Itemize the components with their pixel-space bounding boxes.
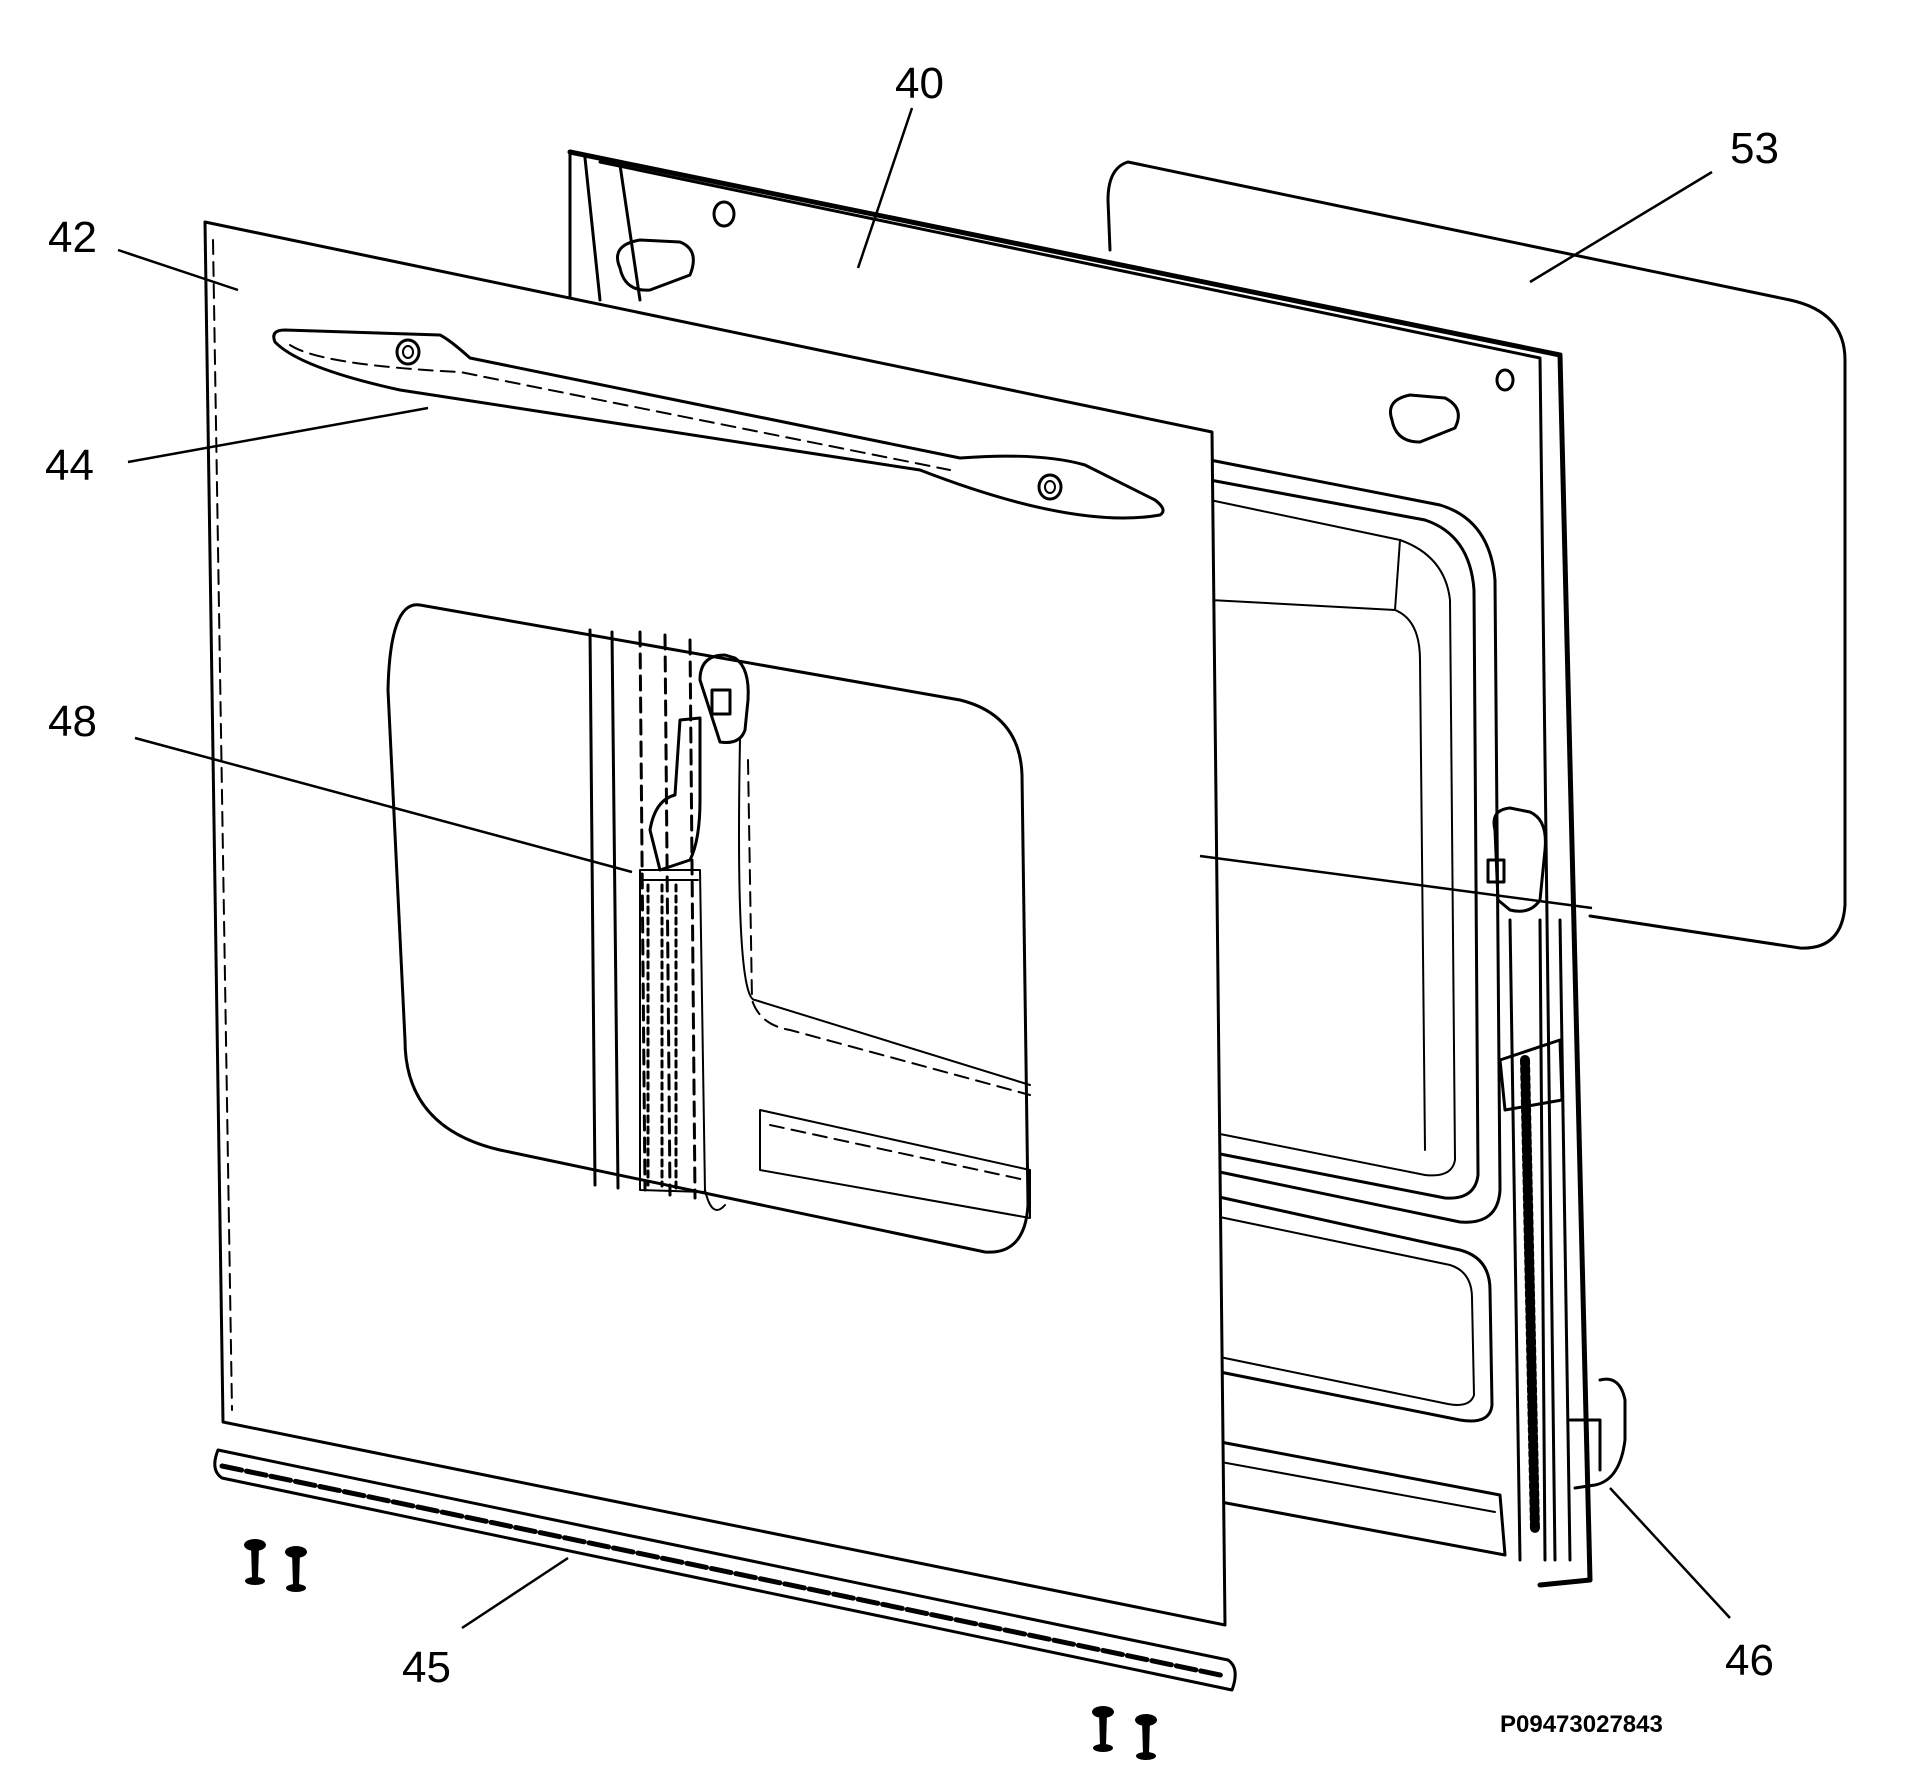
outer-panel-window	[386, 603, 1030, 1254]
reference-code: P09473027843	[1500, 1711, 1663, 1738]
callout-53: 53	[1730, 124, 1779, 173]
part-46-hinge-bracket	[1568, 1377, 1627, 1490]
callout-46: 46	[1725, 1636, 1774, 1685]
leader-44	[127, 406, 429, 464]
callout-40: 40	[895, 59, 944, 108]
screw	[1092, 1706, 1114, 1752]
leader-48	[134, 736, 633, 874]
leader-45	[461, 1556, 569, 1630]
leader-48-back	[1199, 854, 1593, 910]
callout-labels: 40 42 44 45 46 48 53	[45, 59, 1779, 1692]
callout-42: 42	[48, 213, 97, 262]
part-40-inner-frame	[567, 149, 1593, 1588]
leader-46	[1609, 1487, 1731, 1619]
callout-44: 44	[45, 441, 94, 490]
leader-53	[1529, 170, 1713, 284]
part-44-handle	[272, 328, 1165, 520]
screw	[285, 1546, 307, 1592]
part-53-rear-glass	[1106, 160, 1847, 950]
screws	[244, 1539, 1157, 1760]
leader-42	[117, 248, 239, 292]
callout-45: 45	[402, 1643, 451, 1692]
callout-48: 48	[48, 697, 97, 746]
screw	[244, 1539, 266, 1585]
screw	[1135, 1714, 1157, 1760]
part-45-bottom-trim	[213, 1448, 1237, 1692]
part-48-inner-glass-detail	[588, 628, 1031, 1219]
leader-lines	[117, 107, 1731, 1630]
leader-40	[856, 107, 914, 269]
part-42-outer-panel	[203, 220, 1227, 1627]
